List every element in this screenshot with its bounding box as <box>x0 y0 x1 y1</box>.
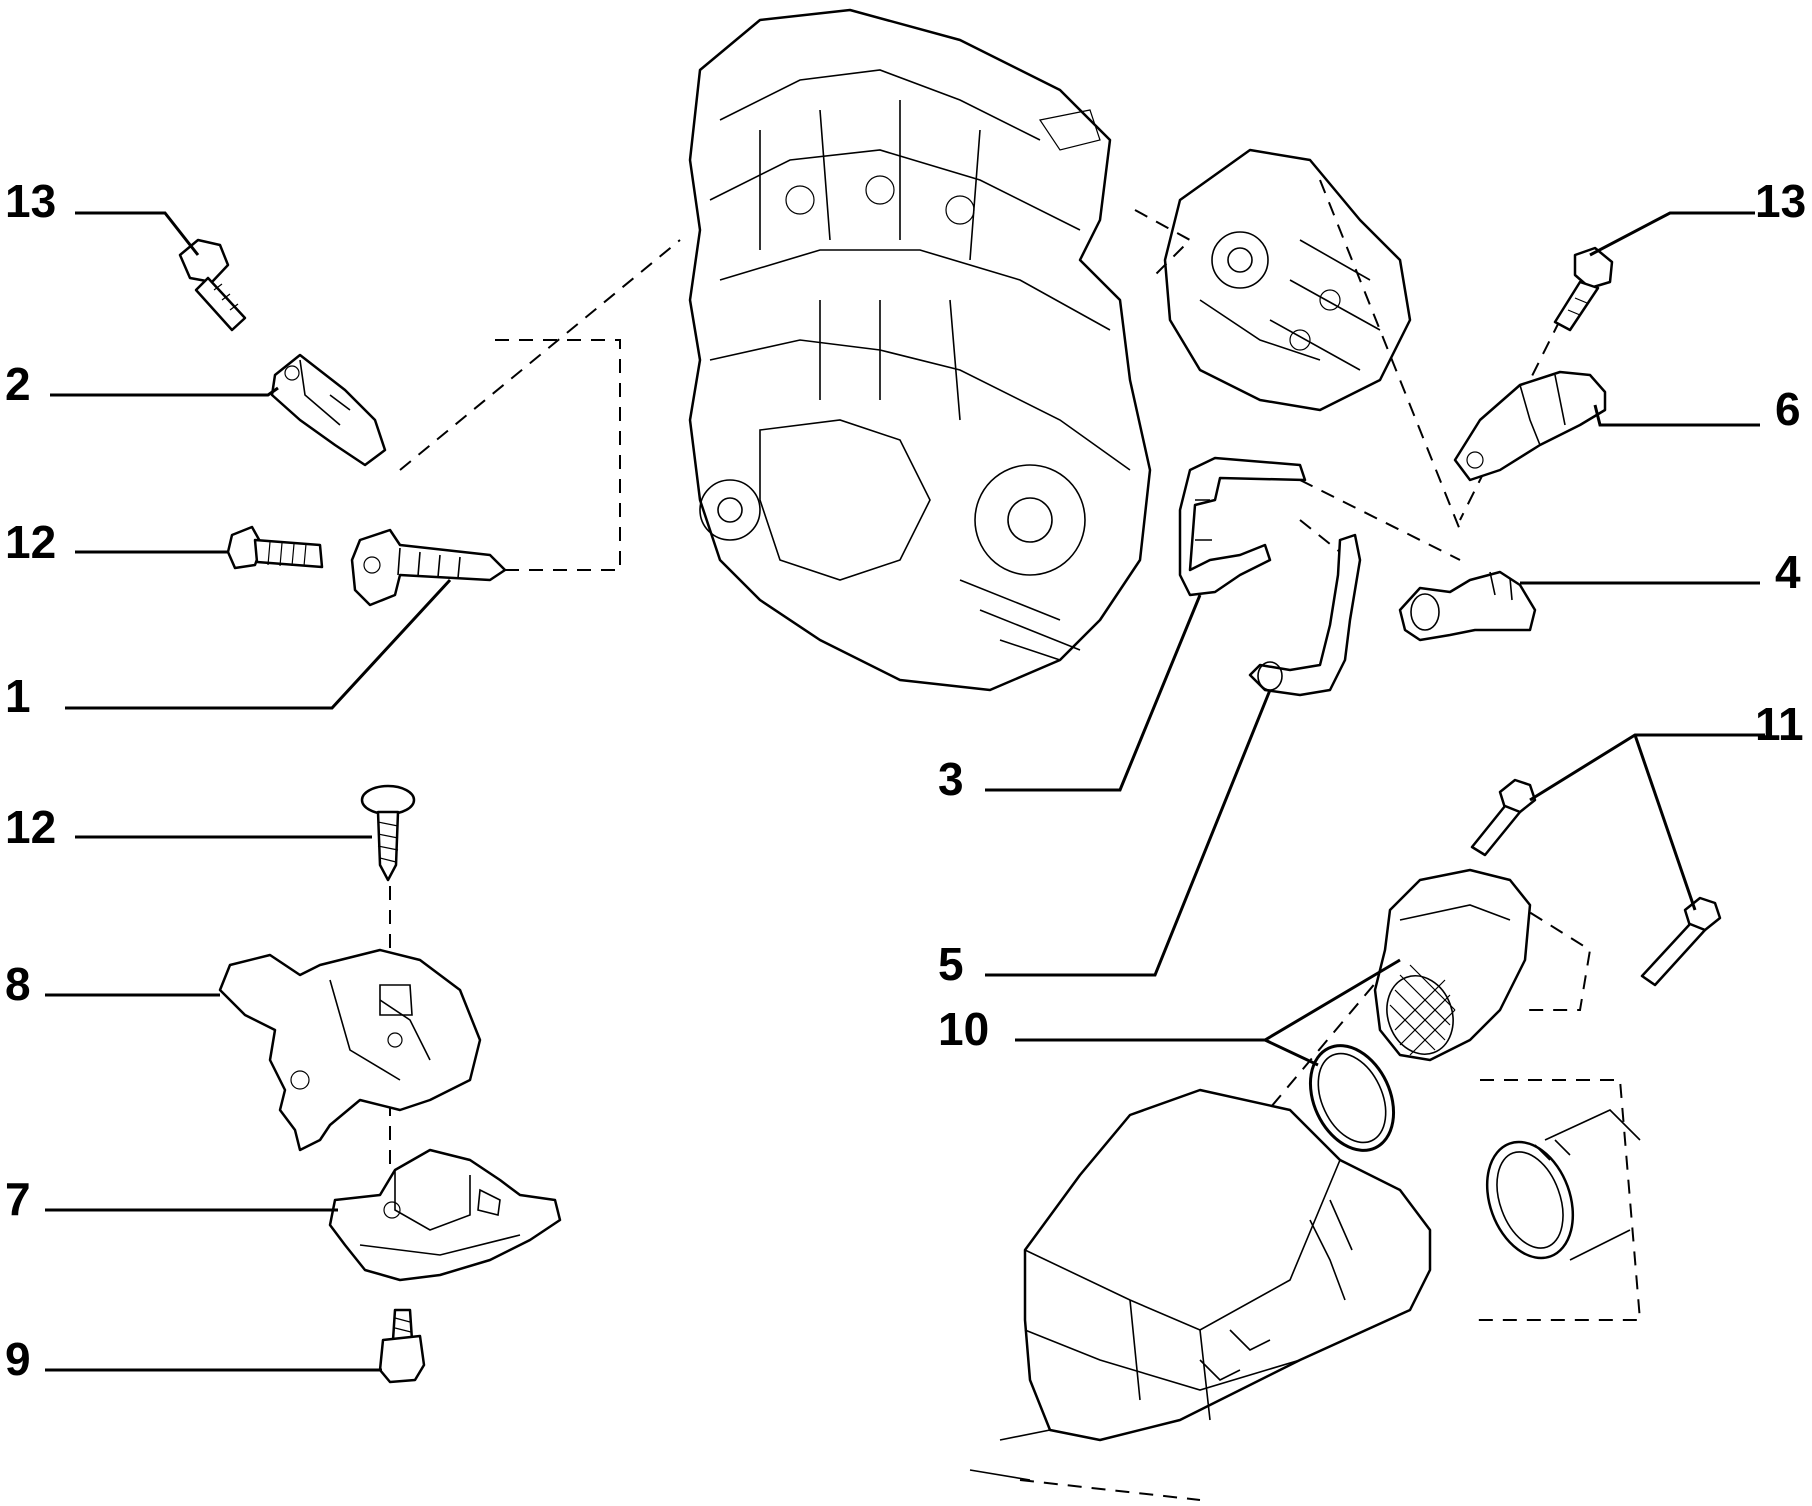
leader-3 <box>985 594 1202 792</box>
leader-13-left <box>75 211 200 256</box>
leader-1 <box>65 578 452 710</box>
part-10-air-flow-meter <box>1308 868 1532 1152</box>
part-4-elbow-pipe <box>1398 570 1537 642</box>
part-11-bolts <box>1470 778 1722 987</box>
callout-4: 4 <box>1775 546 1801 598</box>
callout-13-right: 13 <box>1755 175 1806 227</box>
callout-10: 10 <box>938 1003 989 1055</box>
part-6-sensor <box>1453 370 1607 482</box>
part-3-hose <box>1178 456 1307 597</box>
callout-9: 9 <box>5 1333 31 1385</box>
part-8-bracket <box>218 948 482 1152</box>
callout-12-lower: 12 <box>5 801 56 853</box>
assembly-guide-lines <box>389 179 1642 1501</box>
callout-6: 6 <box>1775 383 1801 435</box>
intake-duct <box>1485 1109 1641 1261</box>
callout-8: 8 <box>5 958 31 1010</box>
callout-13-left: 13 <box>5 175 56 227</box>
callout-11: 11 <box>1755 698 1804 750</box>
part-9-bolt <box>378 1308 426 1384</box>
part-13-right-bolt <box>1553 246 1614 332</box>
callout-12-upper: 12 <box>5 516 56 568</box>
leader-lines <box>45 211 1765 1372</box>
fuel-pump <box>1163 148 1412 412</box>
leader-13-right <box>1589 211 1755 257</box>
engine-block <box>688 8 1152 692</box>
leader-10 <box>1015 958 1401 1042</box>
part-13-left-bolt <box>178 238 247 332</box>
part-7-actuator <box>328 1148 562 1282</box>
leader-10-ring <box>1264 1038 1319 1067</box>
leader-6 <box>1593 404 1760 427</box>
callout-2: 2 <box>5 358 31 410</box>
callout-5: 5 <box>938 938 964 990</box>
part-12-lower-screw <box>360 784 416 882</box>
callout-3: 3 <box>938 753 964 805</box>
leader-5 <box>985 689 1272 977</box>
part-2-sensor <box>270 353 387 467</box>
leader-2 <box>50 386 279 397</box>
part-1-sensor <box>350 528 507 607</box>
leader-11-side <box>1633 734 1697 911</box>
air-filter-box <box>969 1088 1432 1481</box>
callout-1: 1 <box>5 670 31 722</box>
callout-labels: 13 2 12 1 12 8 7 9 13 6 4 11 3 5 10 <box>5 175 1806 1385</box>
callout-7: 7 <box>5 1173 31 1225</box>
part-12-upper-bolt <box>226 525 324 570</box>
